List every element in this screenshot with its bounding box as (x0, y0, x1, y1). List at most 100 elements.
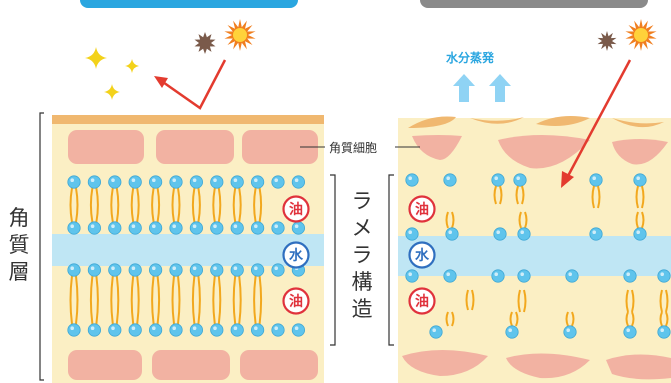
corneocyte (470, 117, 524, 124)
lipid-head (633, 227, 647, 241)
lipid-head (87, 263, 102, 277)
lipid-tail (75, 187, 79, 223)
lipid-head (230, 323, 244, 337)
lipid-head (128, 263, 142, 277)
lipid-head-shine (233, 224, 238, 228)
lipid-head (108, 175, 122, 189)
lipid-head-shine (70, 178, 74, 182)
lipid-head-shine (294, 178, 299, 182)
lipid-head (589, 227, 603, 241)
lipid-head-shine (131, 178, 136, 182)
lipid-head (149, 175, 163, 189)
lipid-head-shine (592, 176, 596, 180)
lipid-tail (115, 275, 120, 325)
lipid-head-shine (111, 266, 115, 271)
lipid-head-shine (568, 272, 572, 277)
lipid-head-shine (192, 266, 197, 271)
lipid-tail (499, 185, 503, 205)
lipid-head-shine (254, 178, 258, 182)
corneocyte (68, 130, 144, 164)
lipid-head (149, 263, 163, 277)
lipid-head-shine (660, 272, 664, 277)
lipid-head (210, 221, 224, 235)
lipid-head (108, 263, 122, 277)
oil-badge-text: 油 (289, 293, 303, 310)
corneocyte (152, 350, 230, 380)
lipid-head-shine (254, 326, 258, 331)
lipid-head-shine (408, 272, 413, 277)
lipid-head-shine (90, 178, 95, 182)
lipid-head-shine (172, 178, 176, 182)
corneocyte (506, 353, 590, 379)
lipid-tail (136, 275, 140, 325)
lipid-head (87, 323, 102, 337)
lipid-head-shine (90, 266, 95, 271)
lipid-tail (445, 311, 449, 327)
lipid-tail (631, 311, 635, 327)
corneocyte (240, 350, 318, 380)
lipid-tail (191, 187, 196, 223)
lipid-tail (136, 187, 140, 223)
corneocyte (536, 116, 590, 126)
lipid-head (67, 221, 81, 235)
lipid-head (210, 323, 224, 337)
lipid-tail (518, 211, 522, 229)
lipid-tail (665, 311, 669, 327)
lipid-tail (493, 185, 497, 205)
corneocyte (606, 354, 671, 380)
corneocyte (412, 135, 462, 160)
corneocyte (68, 350, 142, 380)
water-badge-text: 水 (289, 247, 304, 264)
lipid-tail (521, 185, 525, 205)
lipid-tail (156, 275, 161, 325)
lipid-tail (197, 187, 201, 223)
corneocyte (498, 135, 590, 169)
dark-sun-icon (194, 32, 216, 54)
lipid-tail (509, 311, 513, 327)
lipid-head (443, 173, 457, 187)
lipid-head-shine (274, 266, 279, 271)
lipid-head (169, 263, 183, 277)
sun-core (634, 28, 648, 42)
lipid-tail (515, 311, 519, 327)
lipid-head (445, 227, 459, 241)
evaporation-arrow-icon (489, 74, 511, 102)
lipid-tail (197, 275, 201, 325)
lipid-tail (69, 275, 73, 325)
lipid-head-shine (90, 224, 95, 228)
water-band (398, 236, 671, 276)
lipid-head (517, 269, 531, 283)
lipid-head-shine (274, 178, 279, 182)
lipid-head-shine (152, 224, 156, 228)
lipid-tail (665, 289, 669, 313)
lipid-head (189, 221, 203, 235)
lipid-head-shine (408, 230, 413, 234)
lipid-tail (631, 289, 635, 313)
lipid-head (271, 323, 285, 337)
lipid-head (230, 221, 244, 235)
lipid-head-shine (233, 326, 238, 331)
lipid-tail (445, 211, 449, 229)
lipid-tail (465, 289, 469, 311)
lipid-head (67, 263, 81, 277)
lipid-tail (191, 275, 196, 325)
lipid-head (210, 263, 224, 277)
lipid-tail (641, 211, 645, 229)
lipid-head-shine (636, 230, 640, 234)
lipid-tail (110, 275, 114, 325)
lipid-head (291, 221, 305, 235)
lipid-head-shine (172, 266, 176, 271)
lipid-tail (171, 275, 175, 325)
sun-core (233, 28, 247, 42)
lipid-head-shine (111, 326, 115, 331)
lipid-tail (75, 275, 79, 325)
water-badge-text: 水 (415, 247, 430, 264)
lipid-tail (659, 311, 663, 327)
lipid-tail (89, 187, 94, 223)
dark-sun-icon (597, 31, 617, 51)
lipid-head (189, 263, 203, 277)
lipid-head-shine (566, 328, 570, 333)
lipid-tail (523, 289, 527, 313)
lipid-tail (635, 185, 639, 209)
damaged-skin-panel (398, 116, 671, 383)
